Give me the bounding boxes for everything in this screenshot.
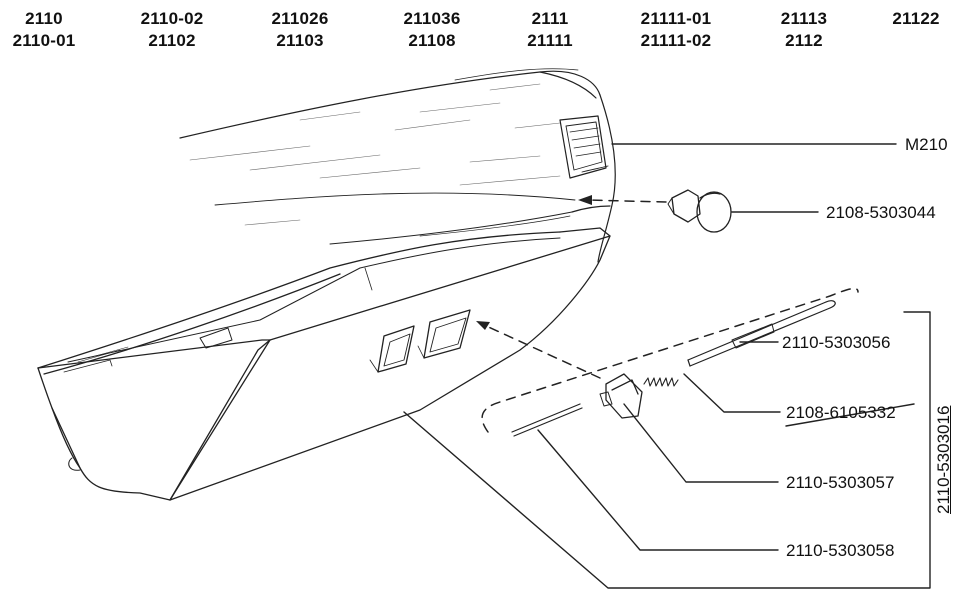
assembly-code-label: 2110-5303016 (934, 405, 953, 514)
model-code: 21111 (527, 31, 573, 50)
model-code: 2110-02 (140, 9, 204, 28)
latch-arrow (481, 323, 601, 379)
callout-pin-label: 2110-5303058 (786, 541, 895, 560)
model-column: 211026 21103 (240, 8, 360, 52)
callout-rod-label: 2110-5303056 (782, 333, 891, 352)
dashboard-panel (179, 68, 616, 263)
assembly-boundary (481, 287, 859, 433)
bumper-knob (667, 189, 732, 233)
model-code: 211036 (403, 9, 461, 28)
model-code: 2110-01 (12, 31, 76, 50)
model-code: 211026 (271, 9, 329, 28)
model-code: 21103 (276, 31, 324, 50)
model-column: 21113 2112 (744, 8, 864, 52)
knob-arrow (585, 199, 667, 203)
latch-rod (687, 300, 836, 367)
model-code: 21108 (408, 31, 456, 50)
model-column: 211036 21108 (372, 8, 492, 52)
model-code: 21111-01 (640, 9, 712, 28)
spring (643, 377, 679, 387)
model-code: 2111 (531, 9, 569, 28)
model-code: 21111-02 (640, 31, 712, 50)
model-column: 2110-02 21102 (112, 8, 232, 52)
callout-dashboard-label: M210 (905, 135, 948, 154)
callout-knob-label: 2108-5303044 (826, 203, 936, 222)
glovebox (37, 227, 611, 501)
model-column: 2110 2110-01 (0, 8, 104, 52)
leader-lines (403, 143, 931, 589)
model-code: 21102 (148, 31, 196, 50)
model-column: 21122 (856, 8, 976, 30)
callout-latch-label: 2110-5303057 (786, 473, 895, 492)
model-column: 2111 21111 (490, 8, 610, 52)
model-code: 2110 (25, 9, 63, 28)
callout-spring-label: 2108-6105332 (786, 403, 896, 422)
pin (511, 403, 583, 437)
model-code: 21113 (780, 9, 828, 28)
model-codes-header: 2110 2110-01 2110-02 21102 211026 21103 … (0, 8, 980, 56)
model-code: 2112 (785, 31, 823, 50)
model-code: 21122 (892, 9, 940, 28)
model-column: 21111-01 21111-02 (616, 8, 736, 52)
latch (599, 373, 643, 419)
